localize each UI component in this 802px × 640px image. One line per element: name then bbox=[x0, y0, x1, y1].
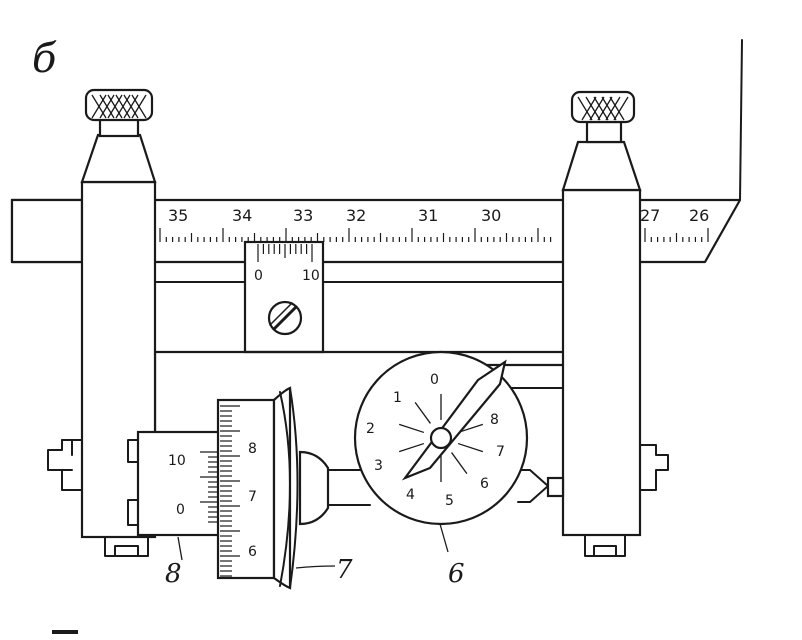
tick-mark bbox=[457, 423, 484, 434]
main-scale-ticks bbox=[159, 228, 709, 242]
main-scale-label: 32 bbox=[346, 206, 366, 225]
main-scale-labels: 35 34 33 32 31 30 27 26 bbox=[168, 206, 709, 225]
dial-label: 1 bbox=[393, 390, 402, 406]
vernier-plate: 0 10 bbox=[243, 240, 325, 354]
clamp-icon bbox=[584, 444, 669, 557]
tick-mark bbox=[451, 452, 468, 474]
thimble-label: 7 bbox=[248, 489, 257, 505]
tick-mark bbox=[398, 442, 425, 453]
dial-label: 5 bbox=[445, 493, 454, 509]
dial-indicator: 0 1 2 3 4 5 6 7 8 bbox=[353, 350, 529, 526]
dial-label: 0 bbox=[430, 372, 439, 388]
main-scale-label: 33 bbox=[293, 206, 313, 225]
main-scale-label: 34 bbox=[232, 206, 252, 225]
thimble-label: 8 bbox=[248, 441, 257, 457]
main-scale-label: 27 bbox=[640, 206, 660, 225]
callouts: 8 7 6 bbox=[165, 523, 465, 589]
dial-label: 4 bbox=[406, 487, 415, 503]
micrometer-sleeve: 10 0 bbox=[127, 430, 222, 537]
dial-label: 2 bbox=[366, 421, 375, 437]
callout-6: 6 bbox=[448, 559, 465, 589]
dial-label: 7 bbox=[496, 444, 505, 460]
main-scale-label: 30 bbox=[481, 206, 501, 225]
thimble-label: 6 bbox=[248, 544, 257, 560]
dial-label: 8 bbox=[490, 412, 499, 428]
tick-mark bbox=[414, 402, 431, 424]
beam-left-end bbox=[10, 198, 84, 264]
screw-head-icon bbox=[267, 300, 303, 336]
sleeve-label: 10 bbox=[168, 453, 186, 469]
thimble-ticks bbox=[220, 405, 240, 577]
vernier-ticks bbox=[257, 244, 313, 262]
callout-7: 7 bbox=[336, 555, 353, 585]
knurled-knob-icon bbox=[84, 88, 154, 122]
vernier-label: 10 bbox=[302, 268, 320, 284]
main-scale-label: 35 bbox=[168, 206, 188, 225]
clamp-icon bbox=[47, 439, 149, 557]
tick-mark bbox=[457, 442, 484, 453]
dial-label: 6 bbox=[480, 476, 489, 492]
figure-letter: б bbox=[32, 36, 57, 82]
callout-8: 8 bbox=[165, 559, 182, 589]
main-scale-label: 26 bbox=[689, 206, 709, 225]
micrometer-thimble: 8 7 6 bbox=[216, 386, 299, 590]
dial-label: 3 bbox=[374, 458, 383, 474]
dial-needle-icon bbox=[401, 359, 507, 481]
tick-mark bbox=[398, 423, 425, 434]
right-column bbox=[561, 90, 669, 557]
sleeve-label: 0 bbox=[176, 502, 185, 518]
spindle bbox=[298, 450, 565, 526]
right-edge-line bbox=[739, 39, 743, 201]
knurled-knob-icon bbox=[570, 90, 636, 124]
beam-lower-edge bbox=[154, 261, 563, 283]
bottom-mark bbox=[52, 630, 78, 634]
vernier-label: 0 bbox=[254, 268, 263, 284]
main-scale-label: 31 bbox=[418, 206, 438, 225]
